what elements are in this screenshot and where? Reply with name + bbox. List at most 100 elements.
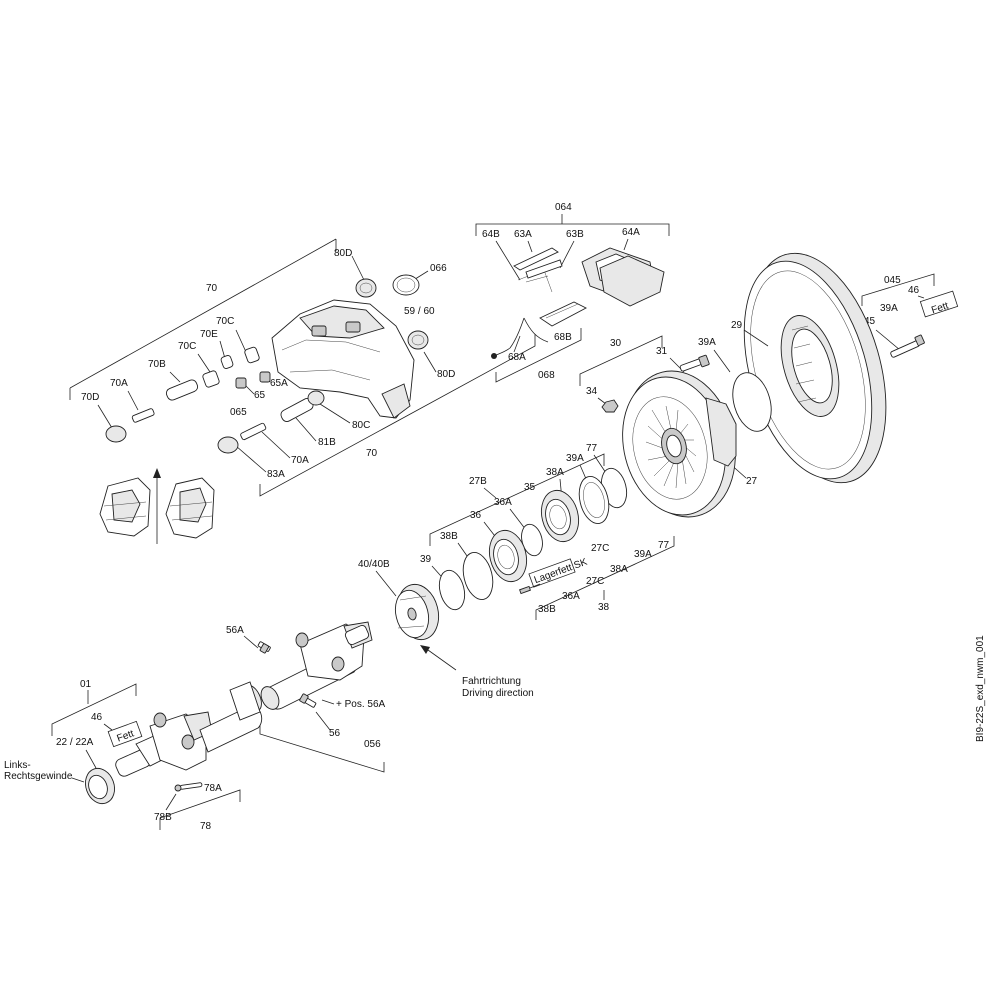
hub-group-30: 30 31 34 27 bbox=[579, 335, 758, 518]
drawing-id: BI9-22S_exd_nwm_001 bbox=[975, 635, 986, 742]
label-70A-b: 70A bbox=[291, 455, 309, 466]
fett-note-box-2: Fett bbox=[107, 720, 143, 748]
label-68B: 68B bbox=[554, 332, 572, 343]
label-045: 045 bbox=[884, 275, 901, 286]
screw-56 bbox=[299, 693, 317, 708]
label-31: 31 bbox=[656, 346, 668, 357]
label-83A: 83A bbox=[267, 469, 285, 480]
hub-bolt-31 bbox=[679, 354, 710, 372]
label-63B: 63B bbox=[566, 229, 584, 240]
label-65: 65 bbox=[254, 390, 266, 401]
label-46-a: 46 bbox=[908, 285, 920, 296]
label-068: 068 bbox=[538, 370, 555, 381]
hub-cap-40 bbox=[394, 583, 440, 641]
axle-end-group-01: 01 46 Fett 22 / 22A Links- Rechtsgewinde bbox=[4, 679, 263, 832]
axle-nut-22 bbox=[85, 767, 115, 805]
pad-spring-63A bbox=[513, 247, 559, 271]
label-78: 78 bbox=[200, 821, 212, 832]
label-64B: 64B bbox=[482, 229, 500, 240]
label-65A: 65A bbox=[270, 378, 288, 389]
wheel-bolt-45 bbox=[890, 334, 925, 358]
label-27C-a: 27C bbox=[591, 543, 609, 554]
pad-retainer-63B bbox=[525, 259, 563, 279]
label-38: 38 bbox=[598, 602, 610, 613]
label-39: 39 bbox=[420, 554, 432, 565]
label-78B: 78B bbox=[154, 812, 172, 823]
dust-boot-80D bbox=[355, 278, 377, 298]
fahrtrichtung-note: Fahrtrichtung bbox=[462, 676, 521, 687]
bearing-35 bbox=[540, 489, 580, 543]
label-01: 01 bbox=[80, 679, 92, 690]
label-36A-b: 36A bbox=[562, 591, 580, 602]
label-81B: 81B bbox=[318, 437, 336, 448]
axle-tube-group-056: 56A + Pos. 56A 56 056 bbox=[226, 621, 386, 773]
label-22-22A: 22 / 22A bbox=[56, 737, 94, 748]
label-80D-b: 80D bbox=[437, 369, 455, 380]
label-70C-b: 70C bbox=[178, 341, 196, 352]
driving-direction-note: Driving direction bbox=[462, 688, 534, 699]
label-64A: 64A bbox=[622, 227, 640, 238]
brake-pad-64A bbox=[581, 247, 665, 307]
label-27: 27 bbox=[746, 476, 758, 487]
label-70-bottom: 70 bbox=[366, 448, 378, 459]
label-45: 45 bbox=[864, 316, 876, 327]
label-70A-a: 70A bbox=[110, 378, 128, 389]
label-70B: 70B bbox=[148, 359, 166, 370]
label-70D: 70D bbox=[81, 392, 99, 403]
label-38B-a: 38B bbox=[440, 531, 458, 542]
rechtsgewinde-note: Rechtsgewinde bbox=[4, 771, 73, 782]
label-46-b: 46 bbox=[91, 712, 103, 723]
label-56A: 56A bbox=[226, 625, 244, 636]
label-80D-a: 80D bbox=[334, 248, 352, 259]
label-39A-a: 39A bbox=[880, 303, 898, 314]
fett-note-1: Fett bbox=[930, 300, 950, 316]
label-68A: 68A bbox=[508, 352, 526, 363]
seal-ring-39A bbox=[732, 372, 772, 432]
pin-81B bbox=[280, 390, 325, 422]
wear-sensor-068 bbox=[491, 301, 587, 359]
label-56: 56 bbox=[329, 728, 341, 739]
label-36A-a: 36A bbox=[494, 497, 512, 508]
wheel-hub-27 bbox=[622, 370, 737, 518]
label-38B-b: 38B bbox=[538, 604, 556, 615]
label-38A-b: 38A bbox=[610, 564, 628, 575]
label-27C-b: 27C bbox=[586, 576, 604, 587]
label-29: 29 bbox=[731, 320, 743, 331]
label-70E: 70E bbox=[200, 329, 218, 340]
screw-56A bbox=[257, 641, 271, 654]
dust-boot-80D-b bbox=[407, 330, 429, 350]
caliper-orientation-views bbox=[99, 468, 215, 544]
brake-pad-group-064: 064 64B 63A 63B 64A 68B 68A 068 bbox=[475, 202, 670, 383]
fett-note-box-1: Fett bbox=[919, 290, 959, 318]
label-70-top: 70 bbox=[206, 283, 218, 294]
brake-disc-29 bbox=[743, 252, 887, 484]
label-27B: 27B bbox=[469, 476, 487, 487]
brake-disc-group: 045 46 Fett 39A 45 29 39A bbox=[698, 252, 959, 484]
pin-70A-b bbox=[217, 422, 267, 454]
label-39A-b: 39A bbox=[698, 337, 716, 348]
axle-spindle bbox=[115, 681, 263, 777]
bearing-36 bbox=[488, 529, 528, 583]
label-63A: 63A bbox=[514, 229, 532, 240]
label-77-a: 77 bbox=[586, 443, 598, 454]
links-note: Links- bbox=[4, 760, 31, 771]
label-77-b: 77 bbox=[658, 540, 670, 551]
label-40-40B: 40/40B bbox=[358, 559, 390, 570]
ring-39A bbox=[578, 476, 610, 524]
lagerfett-note-box: Lagerfett SK bbox=[528, 557, 589, 588]
pos-56a-note: + Pos. 56A bbox=[336, 699, 386, 710]
nut-34 bbox=[601, 399, 619, 413]
label-39A-d: 39A bbox=[634, 549, 652, 560]
label-39A-c: 39A bbox=[566, 453, 584, 464]
label-35: 35 bbox=[524, 482, 536, 493]
caliper-group-70: 70 80D 066 59 / 60 80D 70C 70E 70C 70B 7… bbox=[69, 238, 536, 544]
seal-39 bbox=[438, 569, 466, 611]
label-064: 064 bbox=[555, 202, 572, 213]
label-78A: 78A bbox=[204, 783, 222, 794]
guide-pin-set bbox=[105, 346, 260, 443]
label-38A-a: 38A bbox=[546, 467, 564, 478]
label-30: 30 bbox=[610, 338, 622, 349]
label-36: 36 bbox=[470, 510, 482, 521]
bolt-65 bbox=[235, 371, 271, 389]
